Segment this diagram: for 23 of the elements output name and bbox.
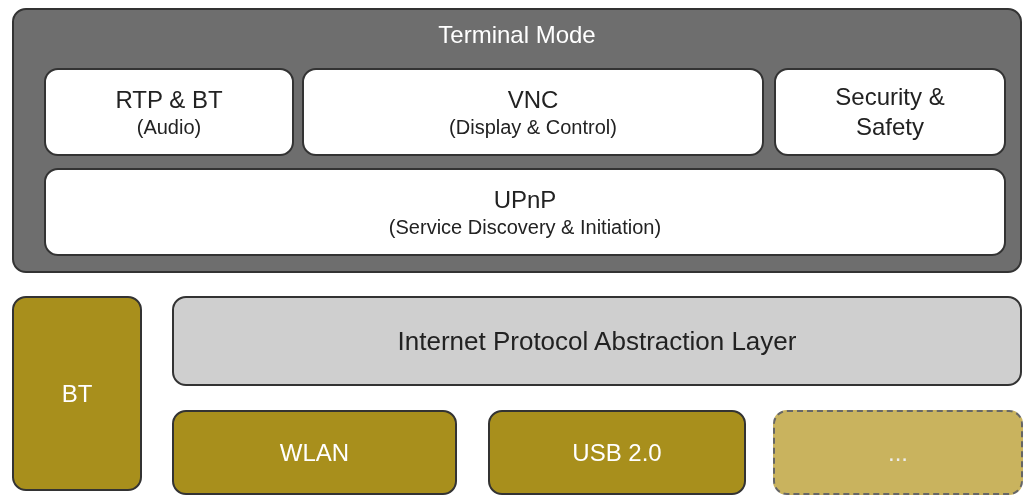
transport-box (488, 410, 746, 495)
box-subtitle: (Service Discovery & Initiation) (388, 214, 662, 240)
module-box (44, 68, 294, 156)
layer-box (44, 168, 1006, 256)
box-label: BT (61, 378, 93, 409)
transport-box (12, 296, 142, 491)
box-label: Security & Safety (834, 82, 946, 142)
box-subtitle: (Audio) (136, 114, 202, 140)
module-box (302, 68, 764, 156)
box-label: RTP & BT (115, 84, 223, 115)
panel-title: Terminal Mode (438, 20, 596, 50)
box-label: WLAN (279, 437, 350, 468)
layer-box (172, 296, 1022, 386)
box-label: ... (888, 437, 908, 468)
layer-panel (12, 8, 1022, 273)
placeholder-box (773, 410, 1023, 495)
box-label: Internet Protocol Abstraction Layer (397, 324, 797, 358)
module-box (774, 68, 1006, 156)
box-label: VNC (507, 84, 559, 115)
transport-box (172, 410, 457, 495)
box-label: USB 2.0 (572, 437, 662, 468)
box-label: UPnP (493, 184, 557, 215)
box-subtitle: (Display & Control) (449, 114, 617, 140)
